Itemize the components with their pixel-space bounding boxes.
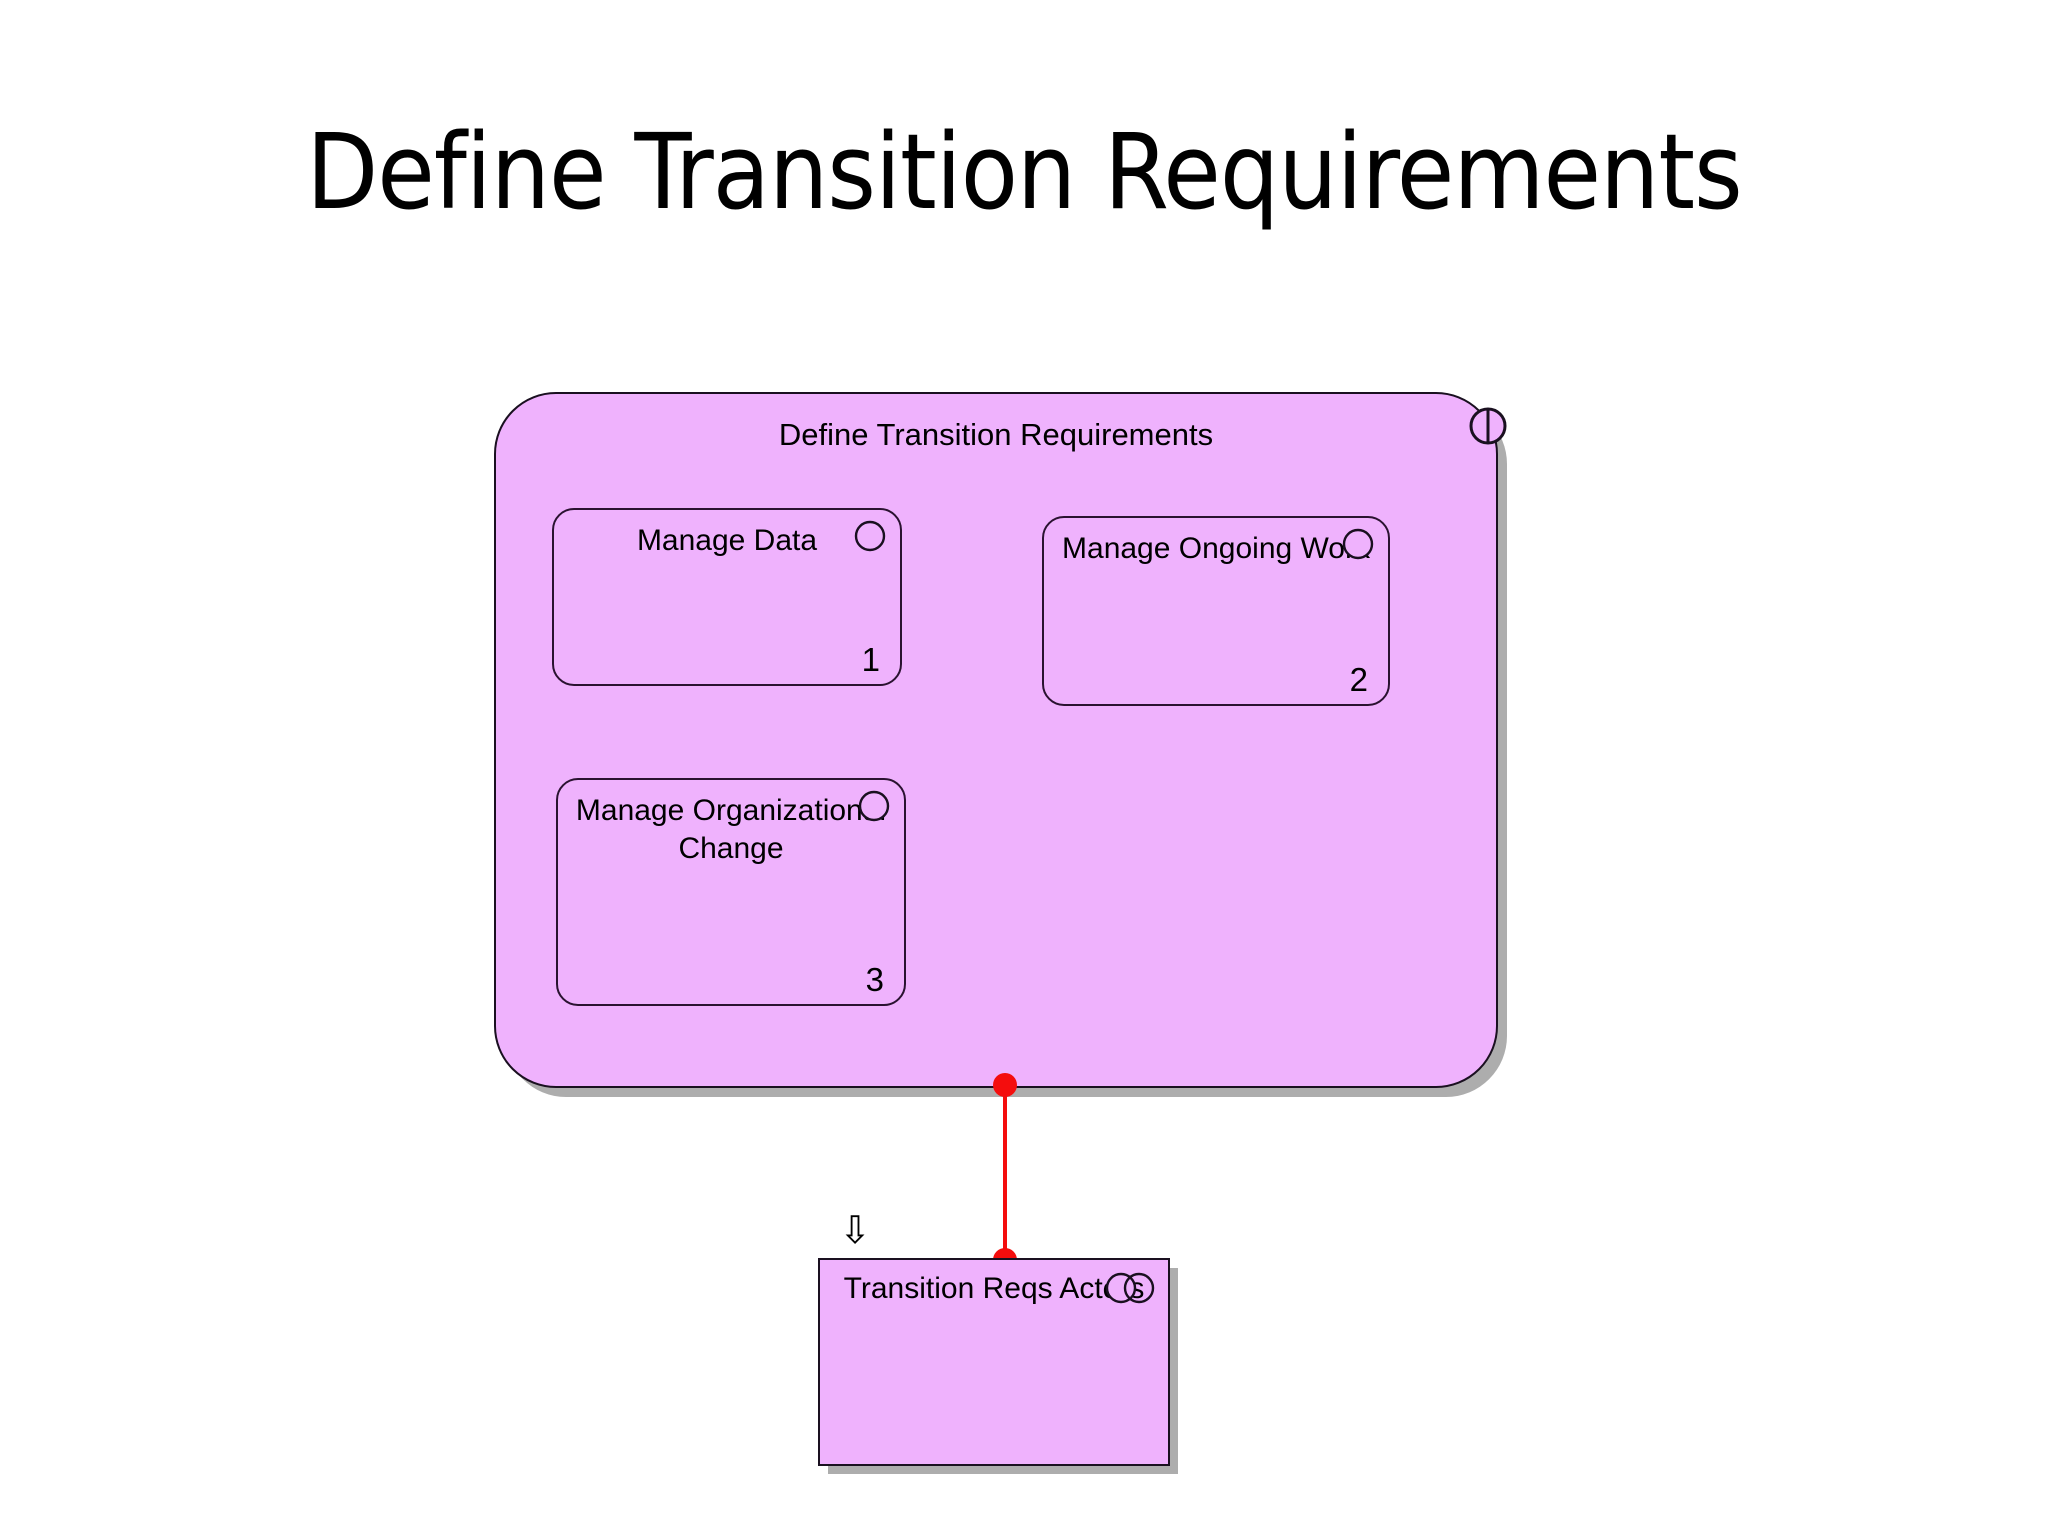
down-arrow-icon: ⇩ [839, 1210, 871, 1252]
sub-node-label: Manage Organizational Change [575, 794, 887, 865]
sub-node-label: Manage Ongoing Work [1062, 532, 1370, 565]
container-node-define-transition-requirements[interactable]: Define Transition Requirements Manage Da… [494, 392, 1507, 1088]
actor-node-label: Transition Reqs Actors [843, 1272, 1145, 1305]
circle-vertical-bar-icon [1468, 406, 1508, 446]
sub-node-number: 3 [865, 961, 884, 998]
sub-node-manage-data[interactable]: Manage Data 1 [552, 508, 902, 686]
two-overlapping-circles-icon [1104, 1272, 1156, 1304]
page-title: Define Transition Requirements [306, 111, 1743, 233]
connector-line[interactable] [1003, 1084, 1007, 1260]
actor-node-transition-reqs-actors[interactable]: Transition Reqs Actors [818, 1258, 1170, 1466]
circle-icon [858, 790, 890, 822]
sub-node-number: 2 [1349, 661, 1368, 698]
sub-node-manage-ongoing-work[interactable]: Manage Ongoing Work 2 [1042, 516, 1390, 706]
sub-node-manage-organizational-change[interactable]: Manage Organizational Change 3 [556, 778, 906, 1006]
connector-endpoint-dot-top[interactable] [993, 1073, 1017, 1097]
circle-icon [854, 520, 886, 552]
container-node-title: Define Transition Requirements [778, 417, 1214, 452]
sub-node-label: Manage Data [636, 524, 818, 557]
sub-node-number: 1 [861, 641, 880, 678]
circle-icon [1342, 528, 1374, 560]
